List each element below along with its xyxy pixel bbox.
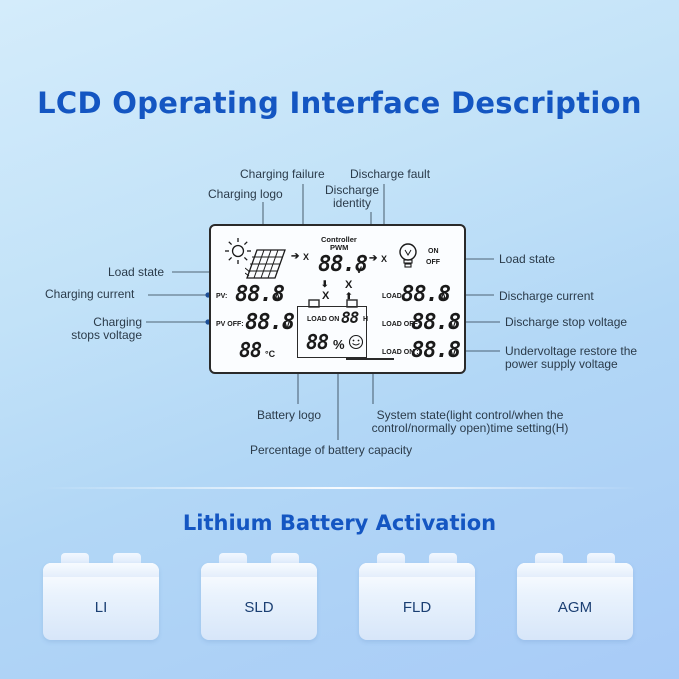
pv-off-label: PV OFF: xyxy=(216,321,244,328)
label-load-state-right: Load state xyxy=(499,252,556,266)
battery-name-agm: AGM xyxy=(557,599,593,616)
timer-unit: H xyxy=(363,316,369,323)
timer-digits: 88 xyxy=(341,308,359,327)
label-charging-stops-voltage: Charging stops voltage xyxy=(71,315,142,342)
load-on-box-label: LOAD ON xyxy=(307,316,340,323)
label-charging-logo: Charging logo xyxy=(208,187,283,201)
bulb-icon xyxy=(399,243,417,268)
section-subtitle: Lithium Battery Activation xyxy=(182,511,497,535)
controller-label: Controller xyxy=(321,235,357,244)
load-off-label: OFF xyxy=(426,259,440,266)
battery-box-underline xyxy=(346,358,394,360)
battery-name-sld: SLD xyxy=(244,599,274,616)
load-current-unit: A xyxy=(440,292,447,302)
charging-failure-x: X xyxy=(303,252,310,262)
label-discharge-fault: Discharge fault xyxy=(350,167,431,181)
load-off-unit: V xyxy=(450,320,457,330)
pv-off-digits: 88.8 xyxy=(245,310,295,335)
controller-voltage-unit: V xyxy=(356,265,363,275)
solar-panel-icon xyxy=(245,249,286,279)
discharge-arrow-icon: ➔ xyxy=(369,253,378,264)
load-on-unit: V xyxy=(450,348,457,358)
page-title: LCD Operating Interface Description xyxy=(37,86,642,120)
battery-logo-icon xyxy=(297,306,367,358)
label-undervoltage-restore: Undervoltage restore the power supply vo… xyxy=(505,344,638,371)
battery-tile-fld[interactable]: FLD xyxy=(359,553,475,640)
battery-terminals-icon xyxy=(308,299,358,308)
load-on-row-label: LOAD ON : xyxy=(382,349,419,356)
label-load-state-left: Load state xyxy=(108,265,165,279)
section-divider xyxy=(40,487,640,489)
arrow-down-icon: ⬇ xyxy=(321,279,329,289)
charge-arrow-icon: ➔ xyxy=(291,251,300,262)
controller-voltage-digits: 88.8 xyxy=(318,252,368,277)
pv-current-digits: 88.8 xyxy=(235,282,285,307)
sun-icon xyxy=(225,238,251,264)
label-discharge-identity: Discharge identity xyxy=(324,183,380,210)
discharge-fault-x: X xyxy=(345,279,353,291)
capacity-percent: % xyxy=(333,337,345,352)
smiley-icon xyxy=(348,334,364,350)
label-battery-capacity: Percentage of battery capacity xyxy=(250,443,413,457)
temperature-digits: 88 xyxy=(239,338,262,362)
label-discharge-current: Discharge current xyxy=(499,289,594,303)
battery-name-fld: FLD xyxy=(402,599,432,616)
pv-current-unit: A xyxy=(274,292,281,302)
pwm-label: PWM xyxy=(330,243,349,252)
label-charging-failure: Charging failure xyxy=(240,167,325,181)
label-system-state: System state(light control/when the cont… xyxy=(371,408,569,435)
pv-label: PV: xyxy=(216,293,228,300)
label-discharge-stop-voltage: Discharge stop voltage xyxy=(505,315,628,329)
arrow-up-icon: ⬆ xyxy=(345,291,353,301)
capacity-digits: 88 xyxy=(306,330,329,354)
battery-tile-li[interactable]: LI xyxy=(43,553,159,640)
label-battery-logo: Battery logo xyxy=(257,408,322,422)
label-charging-current: Charging current xyxy=(45,287,135,301)
load-on-digits: 88.8 xyxy=(411,338,461,363)
discharge-x: X xyxy=(381,254,388,264)
load-off-row-label: LOAD OFF: xyxy=(382,321,421,328)
battery-name-li: LI xyxy=(94,599,108,616)
pv-off-unit: V xyxy=(284,320,291,330)
load-on-label: ON xyxy=(428,248,439,255)
temperature-unit: °C xyxy=(265,349,276,359)
load-label: LOAD: xyxy=(382,293,405,300)
lcd-screen: ➔ X Controller PWM 88.8 V ⬇ X X ⬆ ➔ X ON… xyxy=(209,224,466,374)
battery-tile-sld[interactable]: SLD xyxy=(201,553,317,640)
load-off-digits: 88.8 xyxy=(411,310,461,335)
charge-fault-x: X xyxy=(322,290,330,302)
battery-tile-agm[interactable]: AGM xyxy=(517,553,633,640)
load-current-digits: 88.8 xyxy=(401,282,451,307)
